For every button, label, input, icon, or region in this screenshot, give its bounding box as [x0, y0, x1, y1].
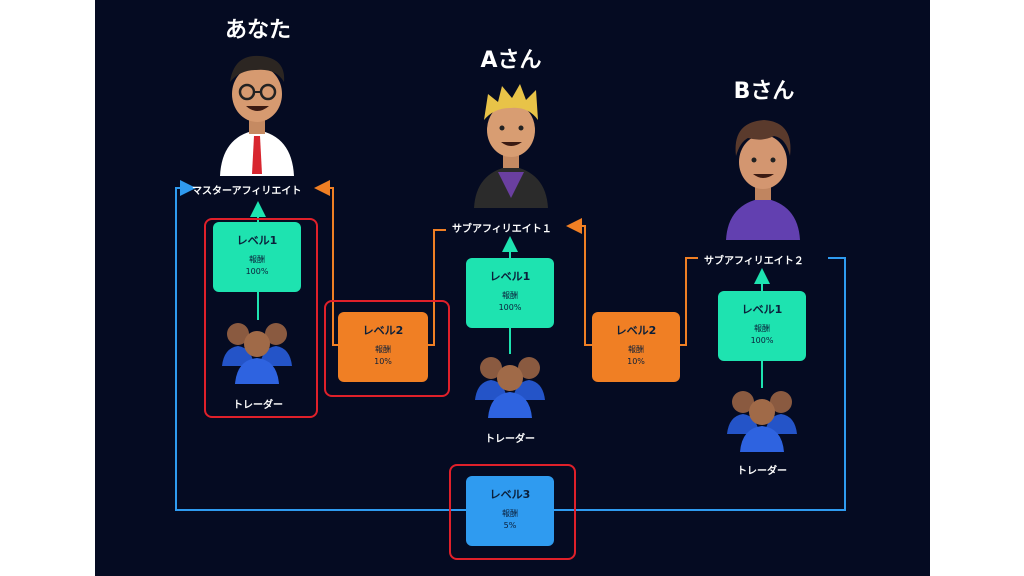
trader-group-icon [222, 323, 292, 384]
you-name: あなた [224, 18, 291, 43]
arrow-level2-left [314, 180, 338, 346]
highlight-frame-level1 [204, 218, 318, 418]
trader-group-icon [475, 357, 545, 418]
a-trader-label: トレーダー [485, 434, 535, 445]
arrow-level3 [175, 180, 466, 511]
sub-affiliate-2-label: サブアフィリエイト２ [704, 256, 804, 267]
level2-left-box: レベル2 報酬 10% [338, 312, 428, 382]
a-name: Aさん [480, 48, 542, 73]
blond-man-avatar-icon [474, 84, 548, 208]
sub-affiliate-1-label: サブアフィリエイト１ [452, 224, 552, 235]
highlight-frame-level3 [449, 464, 576, 560]
trader-group-icon [727, 391, 797, 452]
level3-box: レベル3 報酬 5% [466, 476, 554, 546]
b-level1-box: レベル1 報酬 100% [718, 291, 806, 361]
highlight-frame-level2 [324, 300, 450, 397]
brown-hair-man-avatar-icon [726, 120, 800, 240]
you-trader-label: トレーダー [233, 400, 283, 411]
arrow-level2-right [566, 218, 592, 346]
businessman-avatar-icon [220, 55, 294, 176]
b-name: Bさん [733, 79, 795, 104]
you-level1-box: レベル1 報酬 100% [213, 222, 301, 292]
level2-right-box: レベル2 報酬 10% [592, 312, 680, 382]
b-trader-label: トレーダー [737, 466, 787, 477]
master-affiliate-label: マスターアフィリエイト [192, 186, 302, 197]
a-level1-box: レベル1 報酬 100% [466, 258, 554, 328]
